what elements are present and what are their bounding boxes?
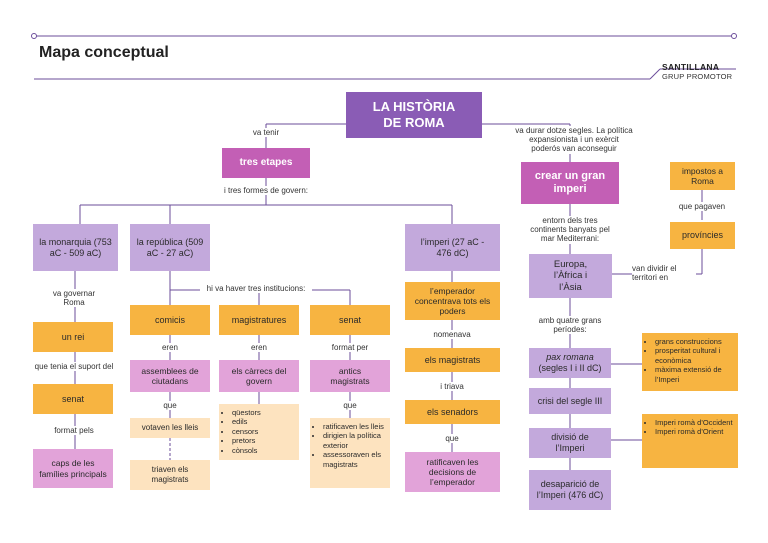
label-va-durar: va durar dotze segles. La política expan…: [515, 126, 633, 154]
list-pax-romana: grans construccions prosperitat cultural…: [642, 333, 738, 391]
node-monarquia: la monarquia (753 aC - 509 aC): [33, 224, 118, 271]
label-van-dividir: van dividir el territori en: [632, 264, 696, 283]
page-title: Mapa conceptual: [39, 44, 169, 61]
node-un-rei: un rei: [33, 322, 113, 352]
list-divisio: Imperi romà d’Occident Imperi romà d’Ori…: [642, 414, 738, 468]
node-divisio: divisió de l’Imperi: [529, 428, 611, 458]
node-caps: caps de les famílies principals: [33, 449, 113, 488]
node-tres-etapes: tres etapes: [222, 148, 310, 178]
list-item: assessoraven els magistrats: [323, 450, 385, 469]
node-comicis: comicis: [130, 305, 210, 335]
node-triaven: triaven els magistrats: [130, 460, 210, 490]
list-item: Imperi romà d’Orient: [655, 427, 733, 436]
label-eren-2: eren: [244, 343, 274, 353]
label-eren-1: eren: [155, 343, 185, 353]
node-assemblees: assemblees de ciutadans: [130, 360, 210, 392]
node-republica: la república (509 aC - 27 aC): [130, 224, 210, 271]
label-va-governar: va governar Roma: [45, 289, 103, 308]
label-format-per: format per: [325, 343, 375, 353]
node-magistratures: magistratures: [219, 305, 299, 335]
label-nomenava: nomenava: [430, 330, 474, 340]
node-impostos: impostos a Roma: [670, 162, 735, 190]
list-item: màxima extensió de l’Imperi: [655, 365, 733, 384]
label-amb-quatre: amb quatre grans períodes:: [535, 316, 605, 335]
list-magistratures: qüestors edils censors pretors cònsols: [219, 404, 299, 460]
label-que-3: que: [442, 434, 462, 444]
node-magistrats: els magistrats: [405, 348, 500, 372]
label-que-2: que: [340, 401, 360, 411]
label-tres-formes: i tres formes de govern:: [216, 186, 316, 196]
node-ratificaven: ratificaven les decisions de l’emperador: [405, 452, 500, 492]
node-pax-romana: pax romana (segles I i II dC): [529, 348, 611, 378]
node-senat-republica: senat: [310, 305, 390, 335]
list-item: prosperitat cultural i econòmica: [655, 346, 733, 365]
list-item: cònsols: [232, 446, 294, 455]
label-hi-va-haver: hi va haver tres institucions:: [200, 284, 312, 294]
pax-romana-dates: (segles I i II dC): [538, 363, 602, 373]
pax-romana-name: pax romana: [546, 352, 594, 363]
list-item: ratificaven les lleis: [323, 422, 385, 431]
node-carrecs: els càrrecs del govern: [219, 360, 299, 392]
list-item: pretors: [232, 436, 294, 445]
list-item: edils: [232, 417, 294, 426]
node-crear-imperi: crear un gran imperi: [521, 162, 619, 204]
label-que-1: que: [160, 401, 180, 411]
brand-logo: SANTILLANA GRUP PROMOTOR: [662, 62, 738, 81]
list-item: censors: [232, 427, 294, 436]
brand-name: SANTILLANA: [662, 62, 720, 72]
list-item: Imperi romà d’Occident: [655, 418, 733, 427]
node-imperi: l’imperi (27 aC - 476 dC): [405, 224, 500, 271]
node-emperador: l’emperador concentrava tots els poders: [405, 282, 500, 320]
label-entorn: entorn dels tres continents banyats pel …: [525, 216, 615, 244]
label-que-pagaven: que pagaven: [672, 202, 732, 212]
list-item: grans construccions: [655, 337, 733, 346]
node-senadors: els senadors: [405, 400, 500, 424]
node-provincies: províncies: [670, 222, 735, 249]
label-i-triava: i triava: [435, 382, 469, 392]
list-senat: ratificaven les lleis dirigien la políti…: [310, 418, 390, 488]
label-format-pels: format pels: [45, 426, 103, 436]
node-europa: Europa, l’Àfrica i l’Àsia: [529, 254, 612, 298]
label-que-tenia: que tenia el suport del: [28, 362, 120, 372]
root-node: LA HISTÒRIA DE ROMA: [346, 92, 482, 138]
brand-subtitle: GRUP PROMOTOR: [662, 72, 733, 81]
node-crisi: crisi del segle III: [529, 388, 611, 414]
node-desaparicio: desaparició de l’Imperi (476 dC): [529, 470, 611, 510]
node-votaven: votaven les lleis: [130, 418, 210, 438]
list-item: qüestors: [232, 408, 294, 417]
label-va-tenir: va tenir: [246, 128, 286, 138]
list-item: dirigien la política exterior: [323, 431, 385, 450]
node-senat-monarquia: senat: [33, 384, 113, 414]
node-antics-magistrats: antics magistrats: [310, 360, 390, 392]
